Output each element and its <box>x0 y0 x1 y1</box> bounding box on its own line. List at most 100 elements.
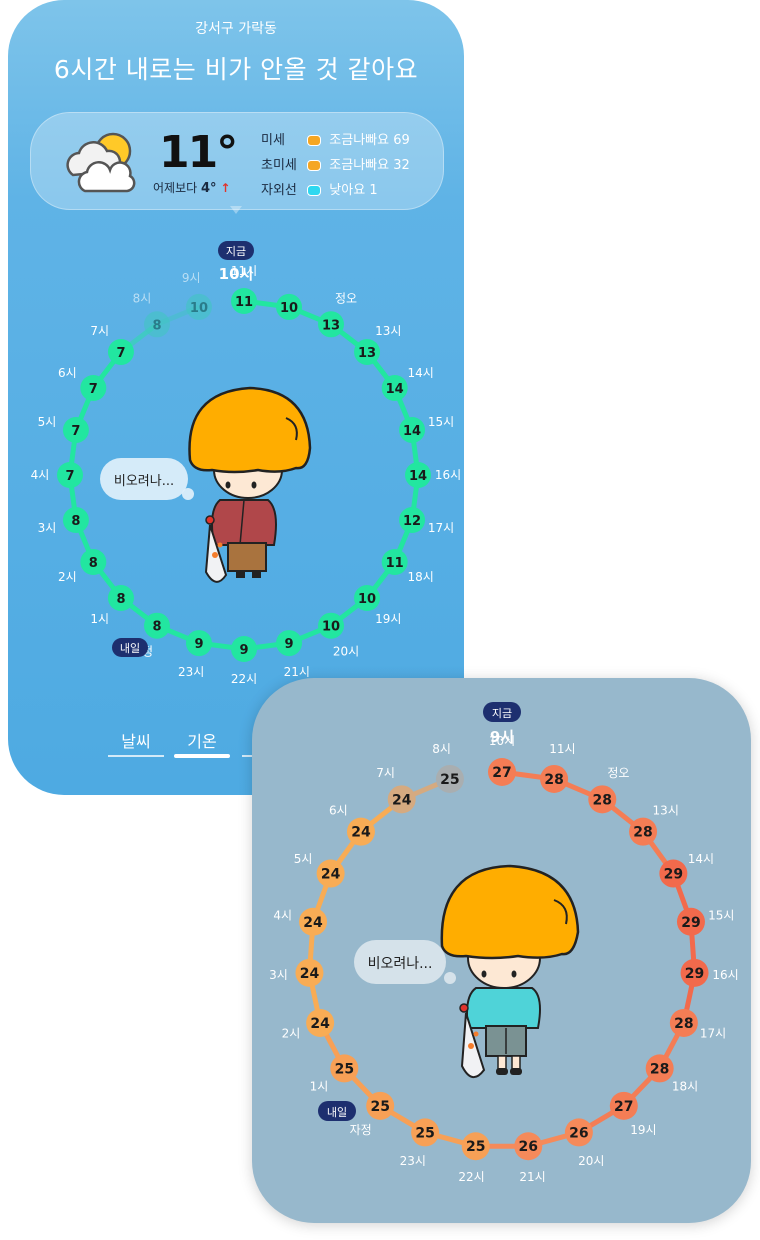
hour-node-circle <box>659 859 688 888</box>
hour-temperature: 28 <box>544 772 563 788</box>
hour-node[interactable]: 26 <box>514 1132 543 1161</box>
hour-node[interactable]: 14 <box>399 416 426 443</box>
now-badge-bg <box>218 241 254 260</box>
hour-node[interactable]: 12 <box>399 507 426 534</box>
hour-node[interactable]: 11 <box>381 549 408 575</box>
forecast-card-1: 강서구 가락동 6시간 내로는 비가 안올 것 같아요 11° 어제보다 4° … <box>8 0 464 795</box>
hour-temperature: 10 <box>322 620 340 635</box>
hour-node[interactable]: 8 <box>62 507 89 534</box>
hour-temperature: 8 <box>152 318 161 333</box>
hour-temperature: 13 <box>358 346 376 361</box>
hour-node[interactable]: 9 <box>185 630 212 657</box>
location-label[interactable]: 강서구 가락동 <box>195 21 277 37</box>
hour-node[interactable]: 13 <box>318 311 344 338</box>
hour-label: 8시 <box>133 291 152 305</box>
tomorrow-marker: 내일 <box>112 638 148 657</box>
tab-temperature[interactable]: 기온 <box>187 732 217 751</box>
tab-weather[interactable]: 날씨 <box>121 732 151 751</box>
hour-node[interactable]: 9 <box>276 630 303 657</box>
hour-node-circle <box>411 1118 440 1147</box>
hour-label: 23시 <box>400 1154 426 1168</box>
hour-node[interactable]: 25 <box>435 764 464 793</box>
now-marker-2: 지금 9시 <box>483 702 521 746</box>
hour-temperature: 14 <box>409 469 427 484</box>
hour-temperature: 10 <box>280 301 298 316</box>
hour-node-circle <box>399 507 426 534</box>
hour-node[interactable]: 28 <box>629 817 658 846</box>
hour-label: 6시 <box>58 366 77 380</box>
hour-label: 11시 <box>549 742 575 756</box>
hour-node[interactable]: 25 <box>330 1054 359 1083</box>
hour-temperature: 24 <box>303 915 323 931</box>
hour-label: 17시 <box>428 521 454 535</box>
hour-node[interactable]: 7 <box>62 416 89 443</box>
hour-node[interactable]: 29 <box>676 907 705 936</box>
hour-node[interactable]: 8 <box>144 311 170 338</box>
hour-temperature: 12 <box>403 514 421 529</box>
hour-node[interactable]: 26 <box>564 1118 593 1147</box>
hour-node[interactable]: 28 <box>588 785 617 814</box>
hour-node[interactable]: 13 <box>354 338 381 365</box>
hour-temperature: 8 <box>71 514 80 529</box>
hour-node[interactable]: 24 <box>387 785 416 814</box>
hour-label: 16시 <box>712 968 738 982</box>
hour-node[interactable]: 28 <box>669 1008 698 1037</box>
hour-node-circle <box>57 462 83 488</box>
hour-node[interactable]: 8 <box>107 585 134 612</box>
hour-temperature: 28 <box>633 825 652 841</box>
hour-node[interactable]: 8 <box>144 612 170 639</box>
hour-node[interactable]: 11 <box>231 288 257 314</box>
hour-node-circle <box>629 817 658 846</box>
hour-node[interactable]: 25 <box>366 1091 395 1120</box>
hour-node[interactable]: 29 <box>680 958 709 987</box>
hour-node[interactable]: 10 <box>354 585 381 612</box>
hour-node-circle <box>144 612 170 639</box>
tomorrow-badge-2-bg <box>318 1101 356 1121</box>
tomorrow-badge-2: 내일 <box>327 1105 347 1119</box>
hour-temperature: 7 <box>65 469 74 484</box>
hour-node[interactable]: 10 <box>318 612 344 639</box>
fine-dust-value: 69 <box>393 133 410 148</box>
hour-node-circle <box>354 338 381 365</box>
hour-node[interactable]: 24 <box>299 907 328 936</box>
hour-label: 6시 <box>329 804 348 818</box>
hour-node[interactable]: 10 <box>276 293 303 320</box>
hour-temperature: 25 <box>440 772 459 788</box>
hour-node[interactable]: 27 <box>609 1091 638 1120</box>
hour-node[interactable]: 9 <box>231 636 257 662</box>
hour-node[interactable]: 14 <box>381 375 408 401</box>
hour-node[interactable]: 25 <box>411 1118 440 1147</box>
hour-node[interactable]: 10 <box>185 293 212 320</box>
hour-temperature: 25 <box>370 1099 389 1115</box>
hour-node[interactable]: 7 <box>107 338 134 365</box>
hour-label: 23시 <box>178 665 204 679</box>
hour-node[interactable]: 25 <box>461 1132 490 1161</box>
hour-node-circle <box>461 1132 490 1161</box>
hour-label: 22시 <box>231 672 257 686</box>
hour-node[interactable]: 7 <box>57 462 83 488</box>
hour-temperature: 11 <box>235 295 253 310</box>
hour-node[interactable]: 24 <box>306 1008 335 1037</box>
now-badge-2: 지금 <box>492 707 512 720</box>
current-weather-bubble[interactable]: 11° 어제보다 4° ↑ 미세 조금나빠요 69 초미세 조금나빠요 32 자… <box>30 112 444 210</box>
hour-node[interactable]: 29 <box>659 859 688 888</box>
hour-node[interactable]: 28 <box>540 764 569 793</box>
hour-node-circle <box>107 585 134 612</box>
hour-node[interactable]: 27 <box>488 758 516 786</box>
hour-label: 정오 <box>335 291 357 305</box>
hour-node-circle <box>669 1008 698 1037</box>
hour-temperature: 9 <box>239 643 248 658</box>
hour-label: 14시 <box>408 366 434 380</box>
hour-node[interactable]: 24 <box>346 817 375 846</box>
hour-node[interactable]: 24 <box>295 958 324 987</box>
hour-temperature: 24 <box>351 825 371 841</box>
hour-node[interactable]: 7 <box>80 375 107 401</box>
tomorrow-badge: 내일 <box>120 641 140 655</box>
hour-node[interactable]: 28 <box>645 1054 674 1083</box>
now-marker: 지금 10시 <box>218 241 254 283</box>
hour-node[interactable]: 8 <box>80 549 107 575</box>
hour-node[interactable]: 14 <box>405 462 431 488</box>
speech-bubble: 비오려나... <box>100 458 194 500</box>
hour-node[interactable]: 24 <box>316 859 345 888</box>
